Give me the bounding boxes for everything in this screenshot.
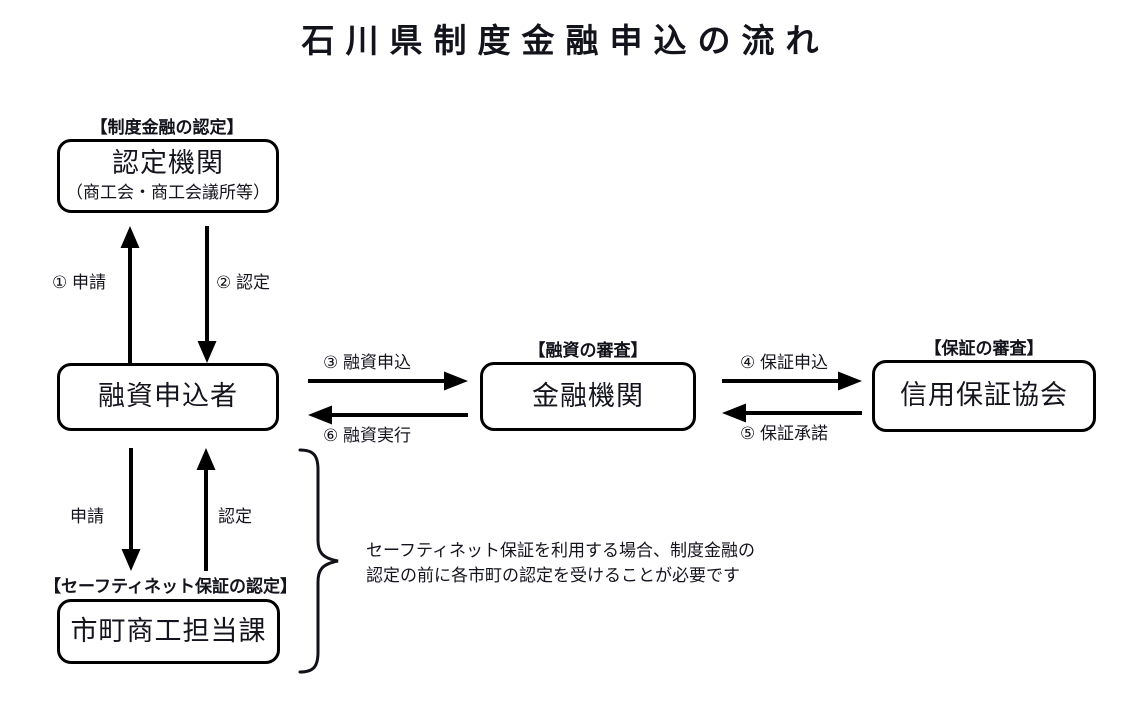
arrow-certify-city-up [194, 448, 218, 571]
caption-certifying-body: 【制度金融の認定】 [90, 118, 244, 137]
note-block: セーフティネット保証を利用する場合、制度金融の 認定の前に各市町の認定を受けるこ… [366, 538, 755, 588]
node-applicant-label: 融資申込者 [98, 381, 238, 412]
arrow-label-step4: ④ 保証申込 [740, 353, 828, 372]
node-certifying-body-label: 認定機関 [112, 148, 224, 179]
caption-municipal-office: 【セーフティネット保証の認定】 [44, 577, 297, 596]
arrow-label-certify-city: 認定 [218, 507, 252, 526]
arrow-apply-city-down [119, 448, 143, 571]
node-municipal-office-label: 市町商工担当課 [70, 615, 267, 646]
caption-financial-institution: 【融資の審査】 [528, 341, 648, 360]
node-certifying-body-sublabel: （商工会・商工会議所等） [66, 183, 270, 203]
arrow-step1-up [118, 226, 142, 363]
note-line-2: 認定の前に各市町の認定を受けることが必要です [366, 566, 740, 585]
page-title: 石川県制度金融申込の流れ [301, 22, 830, 59]
node-credit-guarantee[interactable]: 信用保証協会 [872, 360, 1096, 432]
arrow-label-apply-city: 申請 [70, 507, 104, 526]
arrow-step5-left [722, 403, 862, 423]
note-line-1: セーフティネット保証を利用する場合、制度金融の [366, 541, 755, 560]
node-credit-guarantee-label: 信用保証協会 [900, 380, 1068, 411]
arrow-label-step3: ③ 融資申込 [323, 353, 411, 372]
arrow-step4-right [722, 371, 862, 391]
caption-credit-guarantee: 【保証の審査】 [924, 339, 1044, 358]
arrow-label-step2: ② 認定 [216, 273, 270, 292]
arrow-step2-down [195, 226, 219, 363]
arrow-label-step6: ⑥ 融資実行 [323, 426, 411, 445]
node-applicant[interactable]: 融資申込者 [57, 363, 279, 431]
node-municipal-office[interactable]: 市町商工担当課 [57, 599, 280, 664]
curly-brace [296, 448, 342, 674]
arrow-step6-left [308, 405, 468, 425]
arrow-label-step5: ⑤ 保証承諾 [740, 424, 828, 443]
node-financial-institution-label: 金融機関 [532, 380, 644, 411]
node-financial-institution[interactable]: 金融機関 [480, 362, 696, 431]
arrow-label-step1: ① 申請 [52, 273, 106, 292]
node-certifying-body[interactable]: 認定機関 （商工会・商工会議所等） [57, 139, 279, 213]
arrow-step3-right [308, 371, 468, 391]
